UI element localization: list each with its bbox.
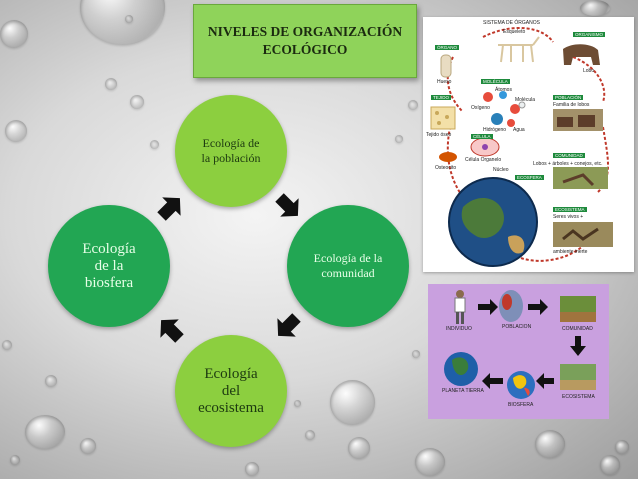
water-drop xyxy=(5,120,27,142)
tag-organo: ÓRGANO xyxy=(435,45,460,50)
water-drop xyxy=(348,437,370,459)
water-drop xyxy=(580,0,610,16)
label-biosfera: BIOSFERA xyxy=(508,402,534,408)
ecosistema-line-2: del xyxy=(221,382,241,399)
label-nucleo: Núcleo xyxy=(493,167,509,173)
arrow-ecosistema-to-biosfera xyxy=(160,319,184,343)
biosfera-line-2: de la xyxy=(94,257,124,274)
water-drop xyxy=(150,140,159,149)
title-line-1: NIVELES DE ORGANIZACIÓN xyxy=(207,24,403,39)
biosfera-line-1: Ecología xyxy=(82,240,136,257)
label-celula-organelo: Célula Organelo xyxy=(465,157,502,163)
label-molecula: Molécula xyxy=(515,97,536,103)
ecosistema-line-3: ecosistema xyxy=(198,399,264,416)
comunidad-line-1: Ecología de la xyxy=(313,251,383,265)
water-drop xyxy=(412,350,420,358)
tag-ecosfera: ECOSFERA xyxy=(515,175,544,180)
levels-of-organization-figure: SISTEMA DE ÓRGANOS Esqueleto ÓRGANO Hues… xyxy=(423,17,634,272)
levels-figure-drawing xyxy=(430,26,613,267)
water-drop xyxy=(25,415,65,449)
water-drop xyxy=(615,440,629,454)
water-drop xyxy=(395,135,403,143)
water-drop xyxy=(408,100,418,110)
arrow-biosfera-to-poblacion xyxy=(157,197,181,221)
tag-poblacion: POBLACIÓN xyxy=(553,95,584,100)
tag-tejido: TEJIDO xyxy=(431,95,452,100)
title-line-2: ECOLÓGICO xyxy=(262,42,348,57)
water-drop xyxy=(2,340,12,350)
water-drop xyxy=(0,20,28,48)
label-ecosistema-desc-1: Seres vivos + xyxy=(553,214,584,220)
label-ecosistema: ECOSISTEMA xyxy=(562,394,595,400)
water-drop xyxy=(125,15,133,23)
label-individuo: INDIVIDUO xyxy=(446,326,472,332)
circle-ecologia-ecosistema: Ecología del ecosistema xyxy=(175,335,287,447)
ecosistema-line-1: Ecología xyxy=(204,365,258,382)
water-drop xyxy=(245,462,259,476)
label-ecosistema-desc-2: ambiente inerte xyxy=(553,249,588,255)
label-esqueleto: Esqueleto xyxy=(503,29,526,35)
water-drop xyxy=(130,95,144,109)
comunidad-line-2: comunidad xyxy=(321,266,375,280)
water-drop xyxy=(305,430,315,440)
label-comunidad-desc: Lobos + árboles + conejos, etc. xyxy=(533,161,603,167)
water-drop xyxy=(330,380,375,425)
label-hidrogeno: Hidrógeno xyxy=(483,127,507,133)
label-lobo: Lobo xyxy=(583,68,595,74)
label-oxigeno: Oxígeno xyxy=(471,105,490,111)
title-box: NIVELES DE ORGANIZACIÓN ECOLÓGICO xyxy=(193,4,417,78)
label-tejido-oseo: Tejido óseo xyxy=(426,132,452,138)
biosfera-line-3: biosfera xyxy=(84,274,134,291)
water-drop xyxy=(80,438,96,454)
label-planeta-tierra: PLANETA TIERRA xyxy=(442,388,484,394)
circle-ecologia-biosfera: Ecología de la biosfera xyxy=(48,205,170,327)
individual-figure-drawing xyxy=(444,290,596,399)
tag-ecosistema: ECOSISTEMA xyxy=(553,207,587,212)
label-comunidad: COMUNIDAD xyxy=(562,326,593,332)
water-drop xyxy=(535,430,565,458)
label-sistema-organos: SISTEMA DE ÓRGANOS xyxy=(483,20,540,26)
circle-ecologia-poblacion: Ecología de la población xyxy=(175,95,287,207)
tag-comunidad: COMUNIDAD xyxy=(553,153,585,158)
water-drop xyxy=(10,455,20,465)
water-drop xyxy=(105,78,117,90)
arrow-comunidad-to-ecosistema xyxy=(277,313,301,337)
label-agua: Agua xyxy=(513,127,525,133)
label-osteocito: Osteocito xyxy=(435,165,457,171)
label-familia-lobos: Familia de lobos xyxy=(553,102,590,108)
tag-molecula: MOLÉCULA xyxy=(481,79,510,84)
label-atomos: Átomos xyxy=(495,87,512,93)
water-drop xyxy=(80,0,165,45)
poblacion-line-1: Ecología de xyxy=(202,136,260,150)
arrow-poblacion-to-comunidad xyxy=(275,193,299,217)
individual-to-planet-figure: INDIVIDUO POBLACION COMUNIDAD ECOSISTEMA… xyxy=(428,284,609,419)
water-drop xyxy=(415,448,445,476)
poblacion-line-2: la población xyxy=(201,151,261,165)
tag-organismo: ORGANISMO xyxy=(573,32,606,37)
tag-celula: CÉLULA xyxy=(471,134,493,139)
circle-ecologia-comunidad: Ecología de la comunidad xyxy=(287,205,409,327)
water-drop xyxy=(600,455,620,475)
label-hueso: Hueso xyxy=(437,79,452,85)
water-drop xyxy=(45,375,57,387)
label-poblacion: POBLACION xyxy=(502,324,532,330)
water-drop xyxy=(294,400,301,407)
